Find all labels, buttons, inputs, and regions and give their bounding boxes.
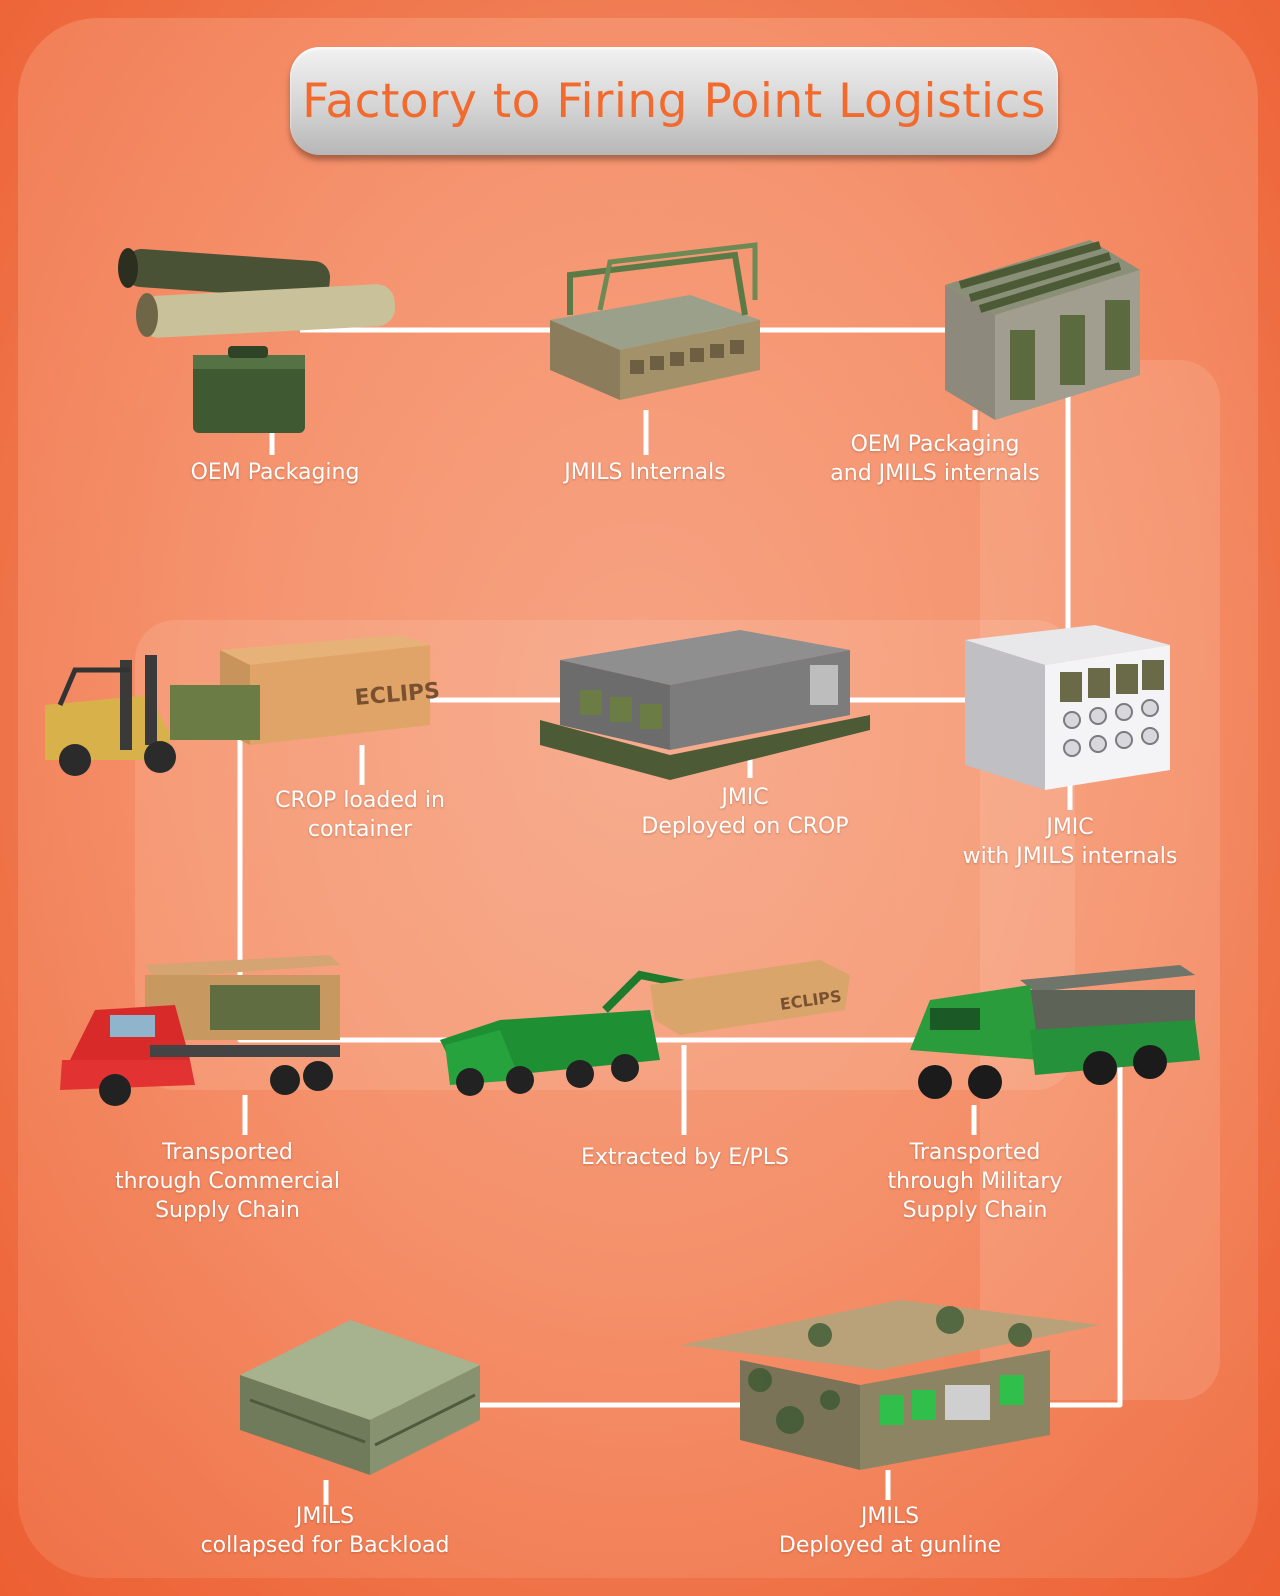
label-gunline: JMILS Deployed at gunline	[778, 1504, 1002, 1558]
title-box: Factory to Firing Point Logistics	[290, 47, 1058, 155]
label-backload: JMILS collapsed for Backload	[200, 1504, 450, 1558]
label-oem-packaging: OEM Packaging	[190, 460, 360, 485]
military-truck-image	[910, 965, 1200, 1099]
oem-packaging-image	[118, 248, 396, 433]
backload-image	[240, 1320, 480, 1475]
page-title: Factory to Firing Point Logistics	[302, 73, 1046, 129]
crop-container-image: ECLIPS	[45, 635, 441, 776]
commercial-truck-image	[60, 955, 340, 1106]
background-shape-right	[980, 360, 1220, 1400]
label-jmic-internals: JMIC with JMILS internals	[962, 815, 1178, 869]
label-military-supply: Transported through Military Supply Chai…	[887, 1140, 1063, 1223]
label-jmic-crop: JMIC Deployed on CROP	[641, 785, 849, 839]
oem-jmils-crate-image	[945, 240, 1140, 420]
label-epls: Extracted by E/PLS	[580, 1145, 790, 1170]
jmic-internals-image	[965, 625, 1170, 790]
label-crop-container: CROP loaded in container	[275, 788, 445, 842]
epls-truck-image: ECLIPS	[440, 960, 850, 1096]
label-jmils-internals: JMILS Internals	[564, 460, 726, 485]
label-commercial-supply: Transported through Commercial Supply Ch…	[114, 1140, 341, 1223]
label-oem-jmils-internals: OEM Packaging and JMILS internals	[830, 432, 1040, 486]
gunline-image	[680, 1300, 1100, 1470]
jmils-internals-image	[550, 242, 760, 400]
jmic-crop-image	[540, 630, 870, 780]
